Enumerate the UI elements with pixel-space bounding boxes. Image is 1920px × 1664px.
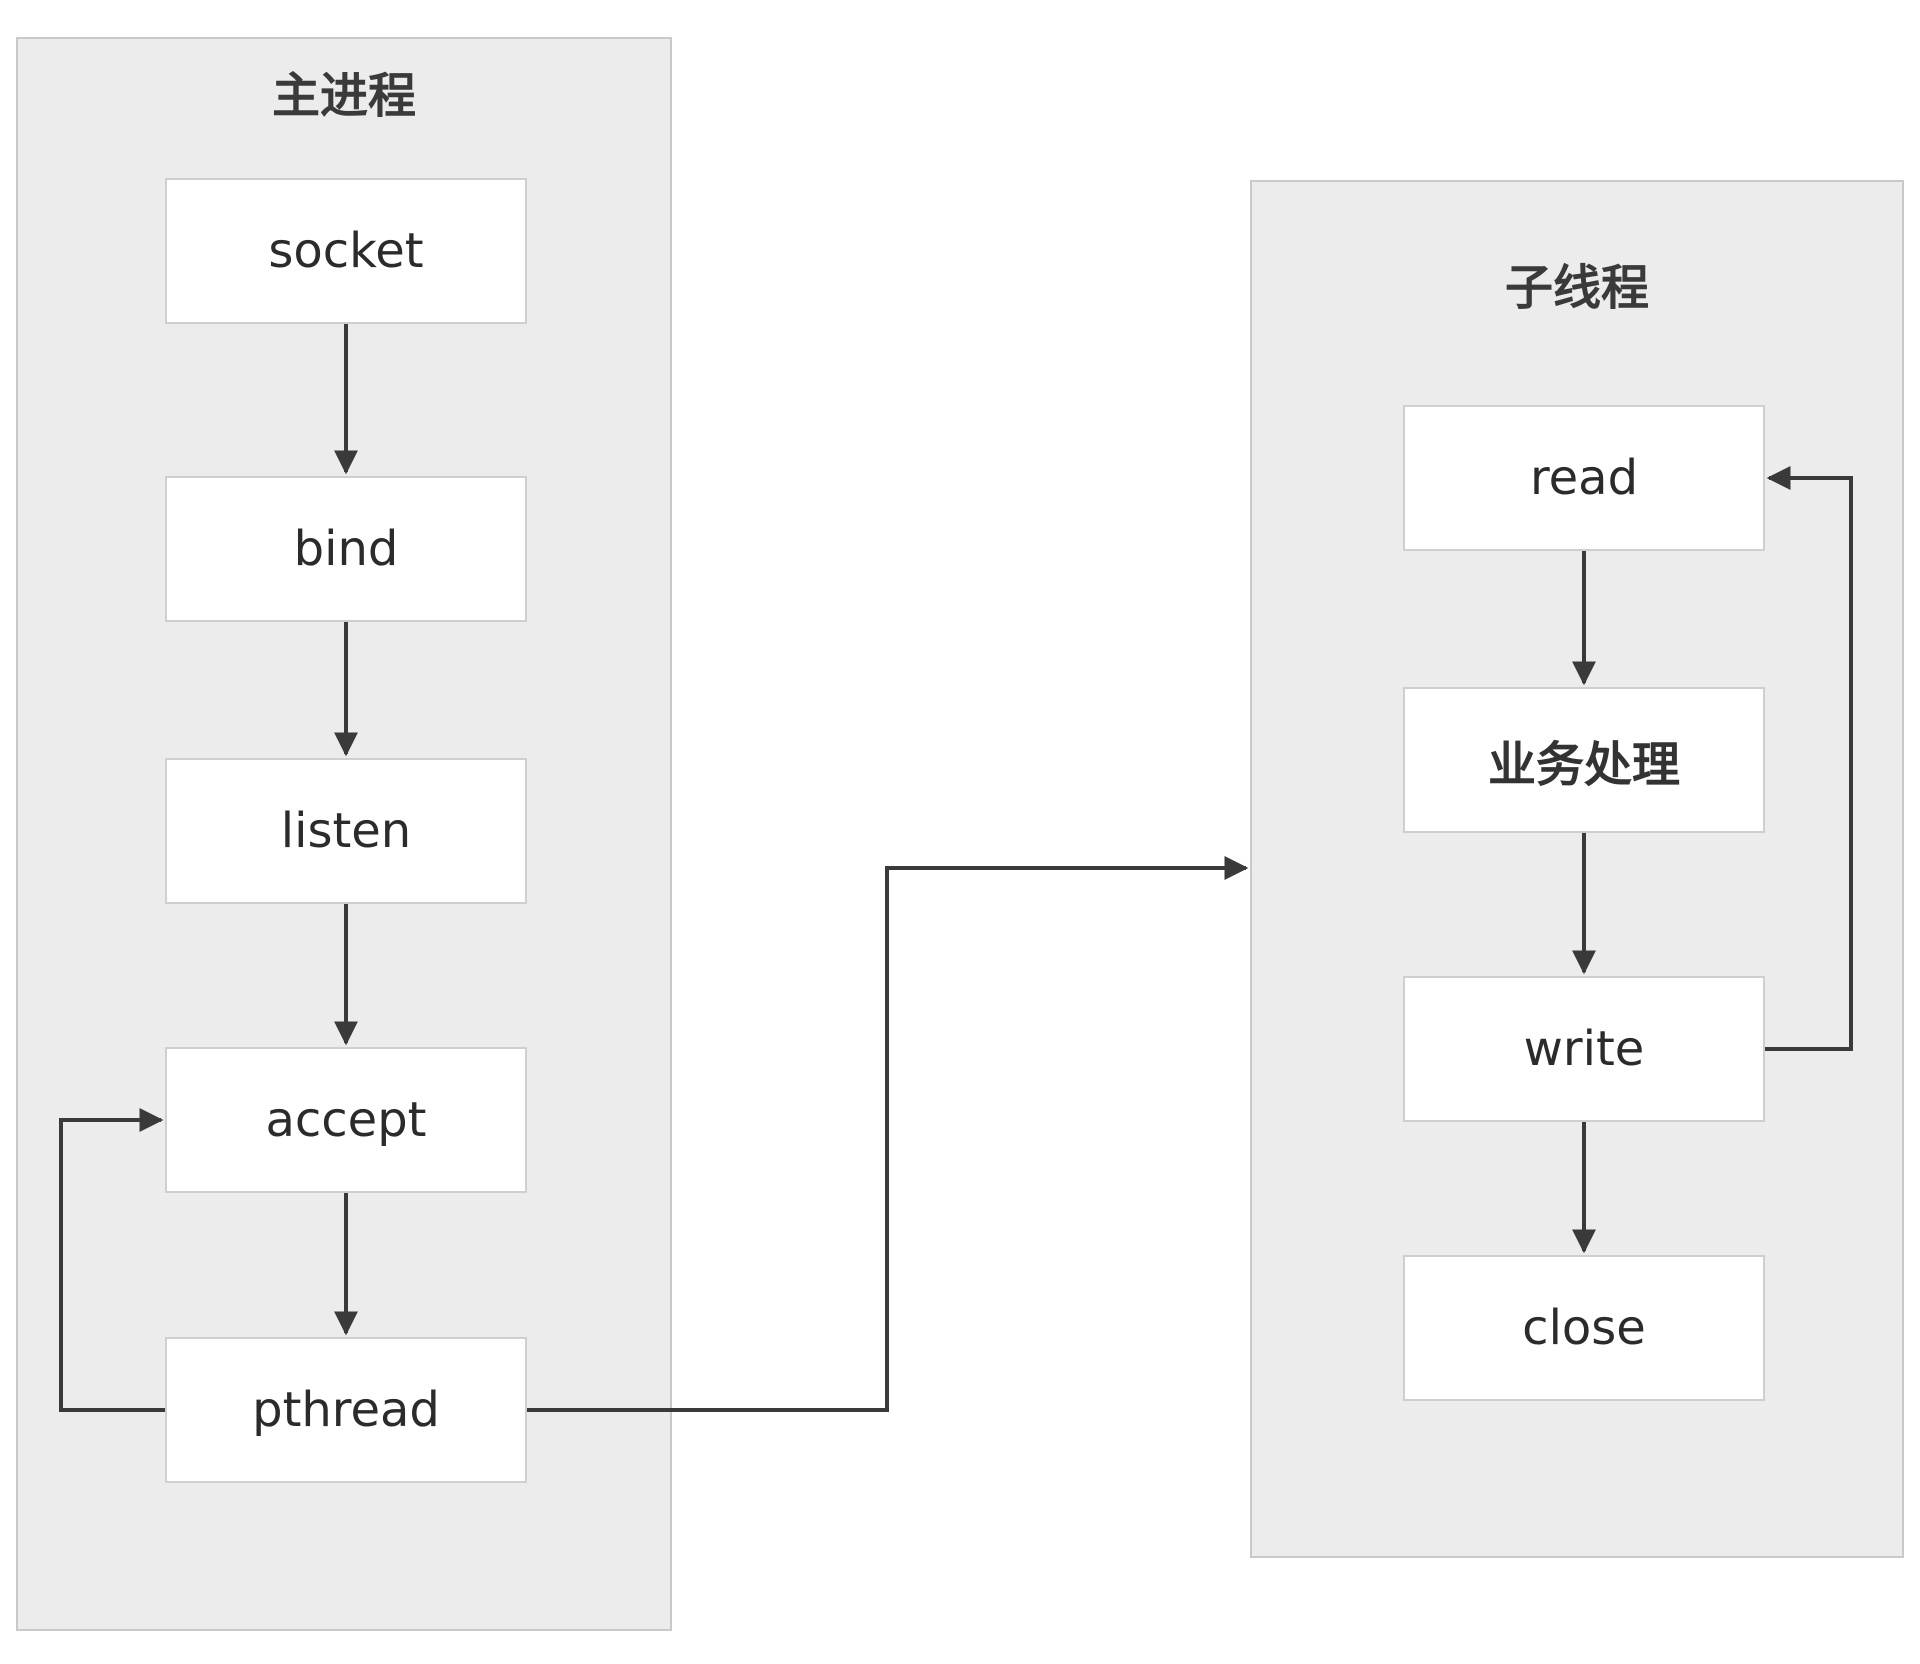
socket-node: socket [165,178,527,324]
business-processing-node: 业务处理 [1403,687,1765,833]
close-node: close [1403,1255,1765,1401]
edge-pthread-loop-to-accept [59,1108,165,1412]
edge-write-loop-to-read [1765,466,1853,1051]
write-node: write [1403,976,1765,1122]
listen-node: listen [165,758,527,904]
main-process-title: 主进程 [271,68,416,124]
read-node: read [1403,405,1765,551]
bind-node: bind [165,476,527,622]
edge-pthread-to-child-thread [527,856,1249,1412]
accept-node: accept [165,1047,527,1193]
child-thread-title: 子线程 [1504,260,1649,316]
pthread-node: pthread [165,1337,527,1483]
